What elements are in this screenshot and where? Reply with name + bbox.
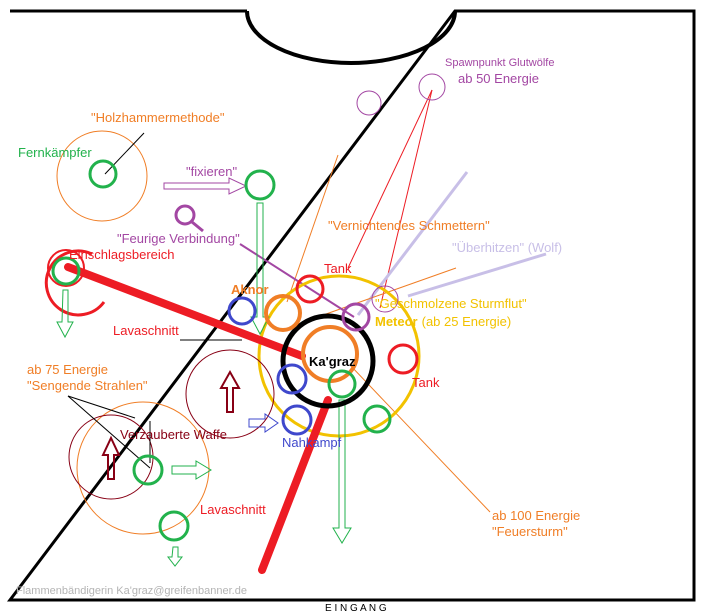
range-circles: [56, 130, 210, 535]
connection-line: [239, 243, 355, 318]
label-feurige: "Feurige Verbindung": [117, 231, 240, 246]
label-meteor-energy: (ab 25 Energie): [422, 314, 512, 329]
label-vernichtendes: "Vernichtendes Schmettern": [328, 218, 490, 233]
target-icon: [174, 204, 204, 233]
label-lavaschnitt-2: Lavaschnitt: [200, 502, 266, 517]
label-nahkampf: Nahkampf: [282, 435, 342, 450]
fixate-arrow: [163, 177, 248, 195]
leader-lines: [67, 132, 242, 469]
players-red: [295, 274, 419, 375]
aknor-orange: [264, 294, 302, 332]
label-einschlag: Einschlagsbereich: [69, 247, 175, 262]
entrance-label: E I N G A N G: [325, 603, 387, 614]
label-spawn-title: Spawnpunkt Glutwölfe: [445, 57, 554, 69]
label-tank-right: Tank: [412, 375, 440, 390]
label-ab75: ab 75 Energie: [27, 362, 108, 377]
label-meteor: Meteor (ab 25 Energie): [375, 314, 511, 329]
label-lavaschnitt-1: Lavaschnitt: [113, 323, 179, 338]
label-feuersturm: "Feuersturm": [492, 524, 568, 539]
label-aknor: Aknor: [231, 282, 269, 297]
players-green: [51, 159, 392, 542]
label-holzhammer: "Holzhammermethode": [91, 110, 225, 125]
label-boss: Ka'graz: [309, 354, 356, 369]
label-fixieren: "fixieren": [186, 164, 238, 179]
label-ueberhitzen: "Überhitzen" (Wolf): [452, 240, 562, 255]
players-purple: [341, 285, 399, 332]
credit-text: Flammenbändigerin Ka'graz@greifenbanner.…: [16, 585, 247, 597]
label-verzauberte: Verzauberte Waffe: [120, 427, 227, 442]
players-blue: [227, 296, 313, 436]
orange-thin-lines: [286, 154, 491, 513]
spawn-lines: [347, 89, 433, 309]
spawn-points: [356, 73, 446, 116]
label-meteor-word: Meteor: [375, 314, 418, 329]
boss-ring: [280, 313, 376, 409]
label-fernkaempfer: Fernkämpfer: [18, 145, 92, 160]
label-ab100: ab 100 Energie: [492, 508, 580, 523]
impact-area: [44, 249, 106, 317]
label-spawn-energy: ab 50 Energie: [458, 71, 539, 86]
label-sturmflut: "Geschmolzene Sturmflut": [375, 296, 527, 311]
label-sengende: "Sengende Strahlen": [27, 378, 148, 393]
green-arrows: [56, 202, 352, 567]
enchant-arrows: [101, 369, 241, 480]
overheat-beams: [356, 171, 547, 316]
label-tank-top: Tank: [324, 261, 352, 276]
melee-arrow: [248, 413, 279, 433]
lava-cuts: [64, 263, 332, 574]
